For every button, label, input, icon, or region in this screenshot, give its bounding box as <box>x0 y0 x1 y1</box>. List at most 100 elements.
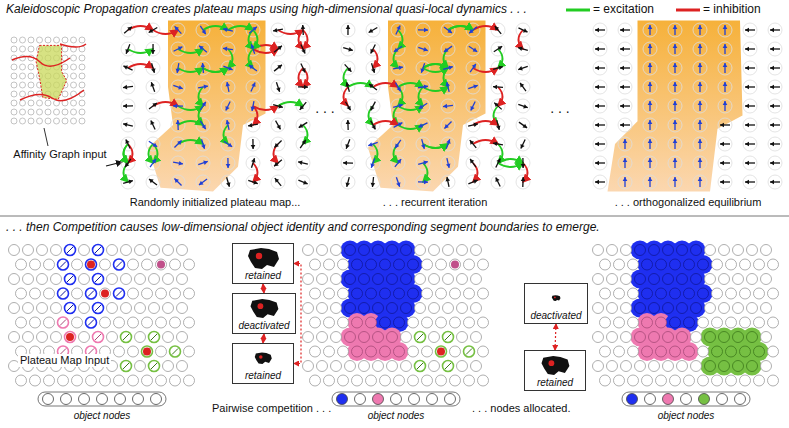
status-text: retained <box>237 370 289 381</box>
arrow-head <box>226 164 231 168</box>
grid-vertex <box>491 137 505 151</box>
grid-vertex <box>466 137 480 151</box>
stray-node <box>157 261 165 269</box>
graph-vertex <box>79 82 85 88</box>
arrow-head <box>228 143 233 147</box>
node-state <box>95 247 101 253</box>
arrow-head <box>424 180 428 185</box>
grid-node <box>478 288 489 299</box>
arrow-head <box>770 180 774 185</box>
competitor-box: retained <box>524 350 586 391</box>
seed-dot <box>259 355 263 359</box>
graph-vertex <box>62 64 68 70</box>
competitor-box: deactivated <box>524 283 588 324</box>
section-divider <box>0 216 789 217</box>
grid-node <box>670 317 681 328</box>
graph-vertex <box>28 64 34 70</box>
arrow-head <box>770 47 774 52</box>
grid-node <box>649 274 660 285</box>
grid-vertex <box>271 61 285 75</box>
state-arrow <box>496 178 500 187</box>
arrow-head <box>745 85 749 90</box>
arrow-head <box>346 25 351 29</box>
arrow-head <box>770 85 774 90</box>
grid-vertex <box>416 156 430 170</box>
state-arrow <box>149 141 157 147</box>
grid-node <box>331 274 342 285</box>
grid-node <box>16 288 27 299</box>
grid-node <box>684 346 695 357</box>
arrow-head <box>648 82 653 86</box>
competition-link <box>555 324 556 350</box>
grid-vertex <box>643 99 657 113</box>
graph-vertex <box>28 109 34 115</box>
arrow-head <box>446 82 450 86</box>
grid-vertex <box>341 42 355 56</box>
grid-vertex <box>718 61 732 75</box>
state-arrow <box>346 139 350 148</box>
grid-node <box>740 346 751 357</box>
arrow-head <box>720 123 724 128</box>
state-arrow <box>226 101 230 110</box>
segment-icon <box>243 346 283 370</box>
grid-vertex <box>121 175 135 189</box>
grid-vertex <box>296 156 310 170</box>
grid-node <box>352 346 363 357</box>
grid-node <box>656 346 667 357</box>
arrow-head <box>518 47 522 51</box>
grid-node <box>100 288 111 299</box>
state-arrow <box>149 103 157 109</box>
grid-vertex <box>516 99 530 113</box>
arrow-head <box>368 142 373 146</box>
grid-node <box>705 274 716 285</box>
node-state <box>151 334 157 340</box>
arrow-head <box>203 161 208 165</box>
arrow-head <box>149 29 154 33</box>
grid-node <box>23 332 34 343</box>
legend-sample <box>676 9 700 12</box>
state-arrow <box>199 46 207 52</box>
grid-node <box>156 317 167 328</box>
arrow-head <box>745 123 749 128</box>
arrow-head <box>346 120 351 124</box>
grid-node <box>72 288 83 299</box>
arrow-head <box>276 87 280 92</box>
grid-node <box>593 361 604 372</box>
inhibition-arc <box>278 30 303 34</box>
graph-vertex <box>20 46 26 52</box>
grid-node <box>712 346 723 357</box>
grid-node <box>135 245 146 256</box>
grid-node <box>649 361 660 372</box>
excitation-arc <box>228 49 233 68</box>
grid-vertex <box>341 61 355 75</box>
state-arrow <box>300 102 306 110</box>
grid-node <box>747 245 758 256</box>
grid-node <box>177 245 188 256</box>
graph-vertex <box>20 64 26 70</box>
grid-node <box>352 375 363 386</box>
grid-vertex <box>516 23 530 37</box>
arrow-head <box>673 139 678 143</box>
grid-node <box>401 303 412 314</box>
annotation-label: object nodes <box>658 410 715 422</box>
grid-vertex <box>121 61 135 75</box>
grid-vertex <box>643 80 657 94</box>
grid-node <box>726 317 737 328</box>
annotation-label: Affinity Graph input <box>10 148 110 161</box>
grid-vertex <box>391 118 405 132</box>
grid-node <box>156 375 167 386</box>
arrow-head <box>620 85 624 90</box>
arrow-head <box>125 139 129 144</box>
grid-node <box>93 332 104 343</box>
state-arrow <box>173 85 182 88</box>
grid-vertex <box>593 61 607 75</box>
state-arrow <box>395 159 401 167</box>
grid-vertex <box>366 42 380 56</box>
excitation-arc <box>423 64 448 68</box>
segment-fill <box>680 342 699 361</box>
grid-node <box>387 361 398 372</box>
grid-vertex <box>516 80 530 94</box>
arrow-head <box>179 161 183 166</box>
grid-vertex <box>196 42 210 56</box>
grid-node <box>359 361 370 372</box>
